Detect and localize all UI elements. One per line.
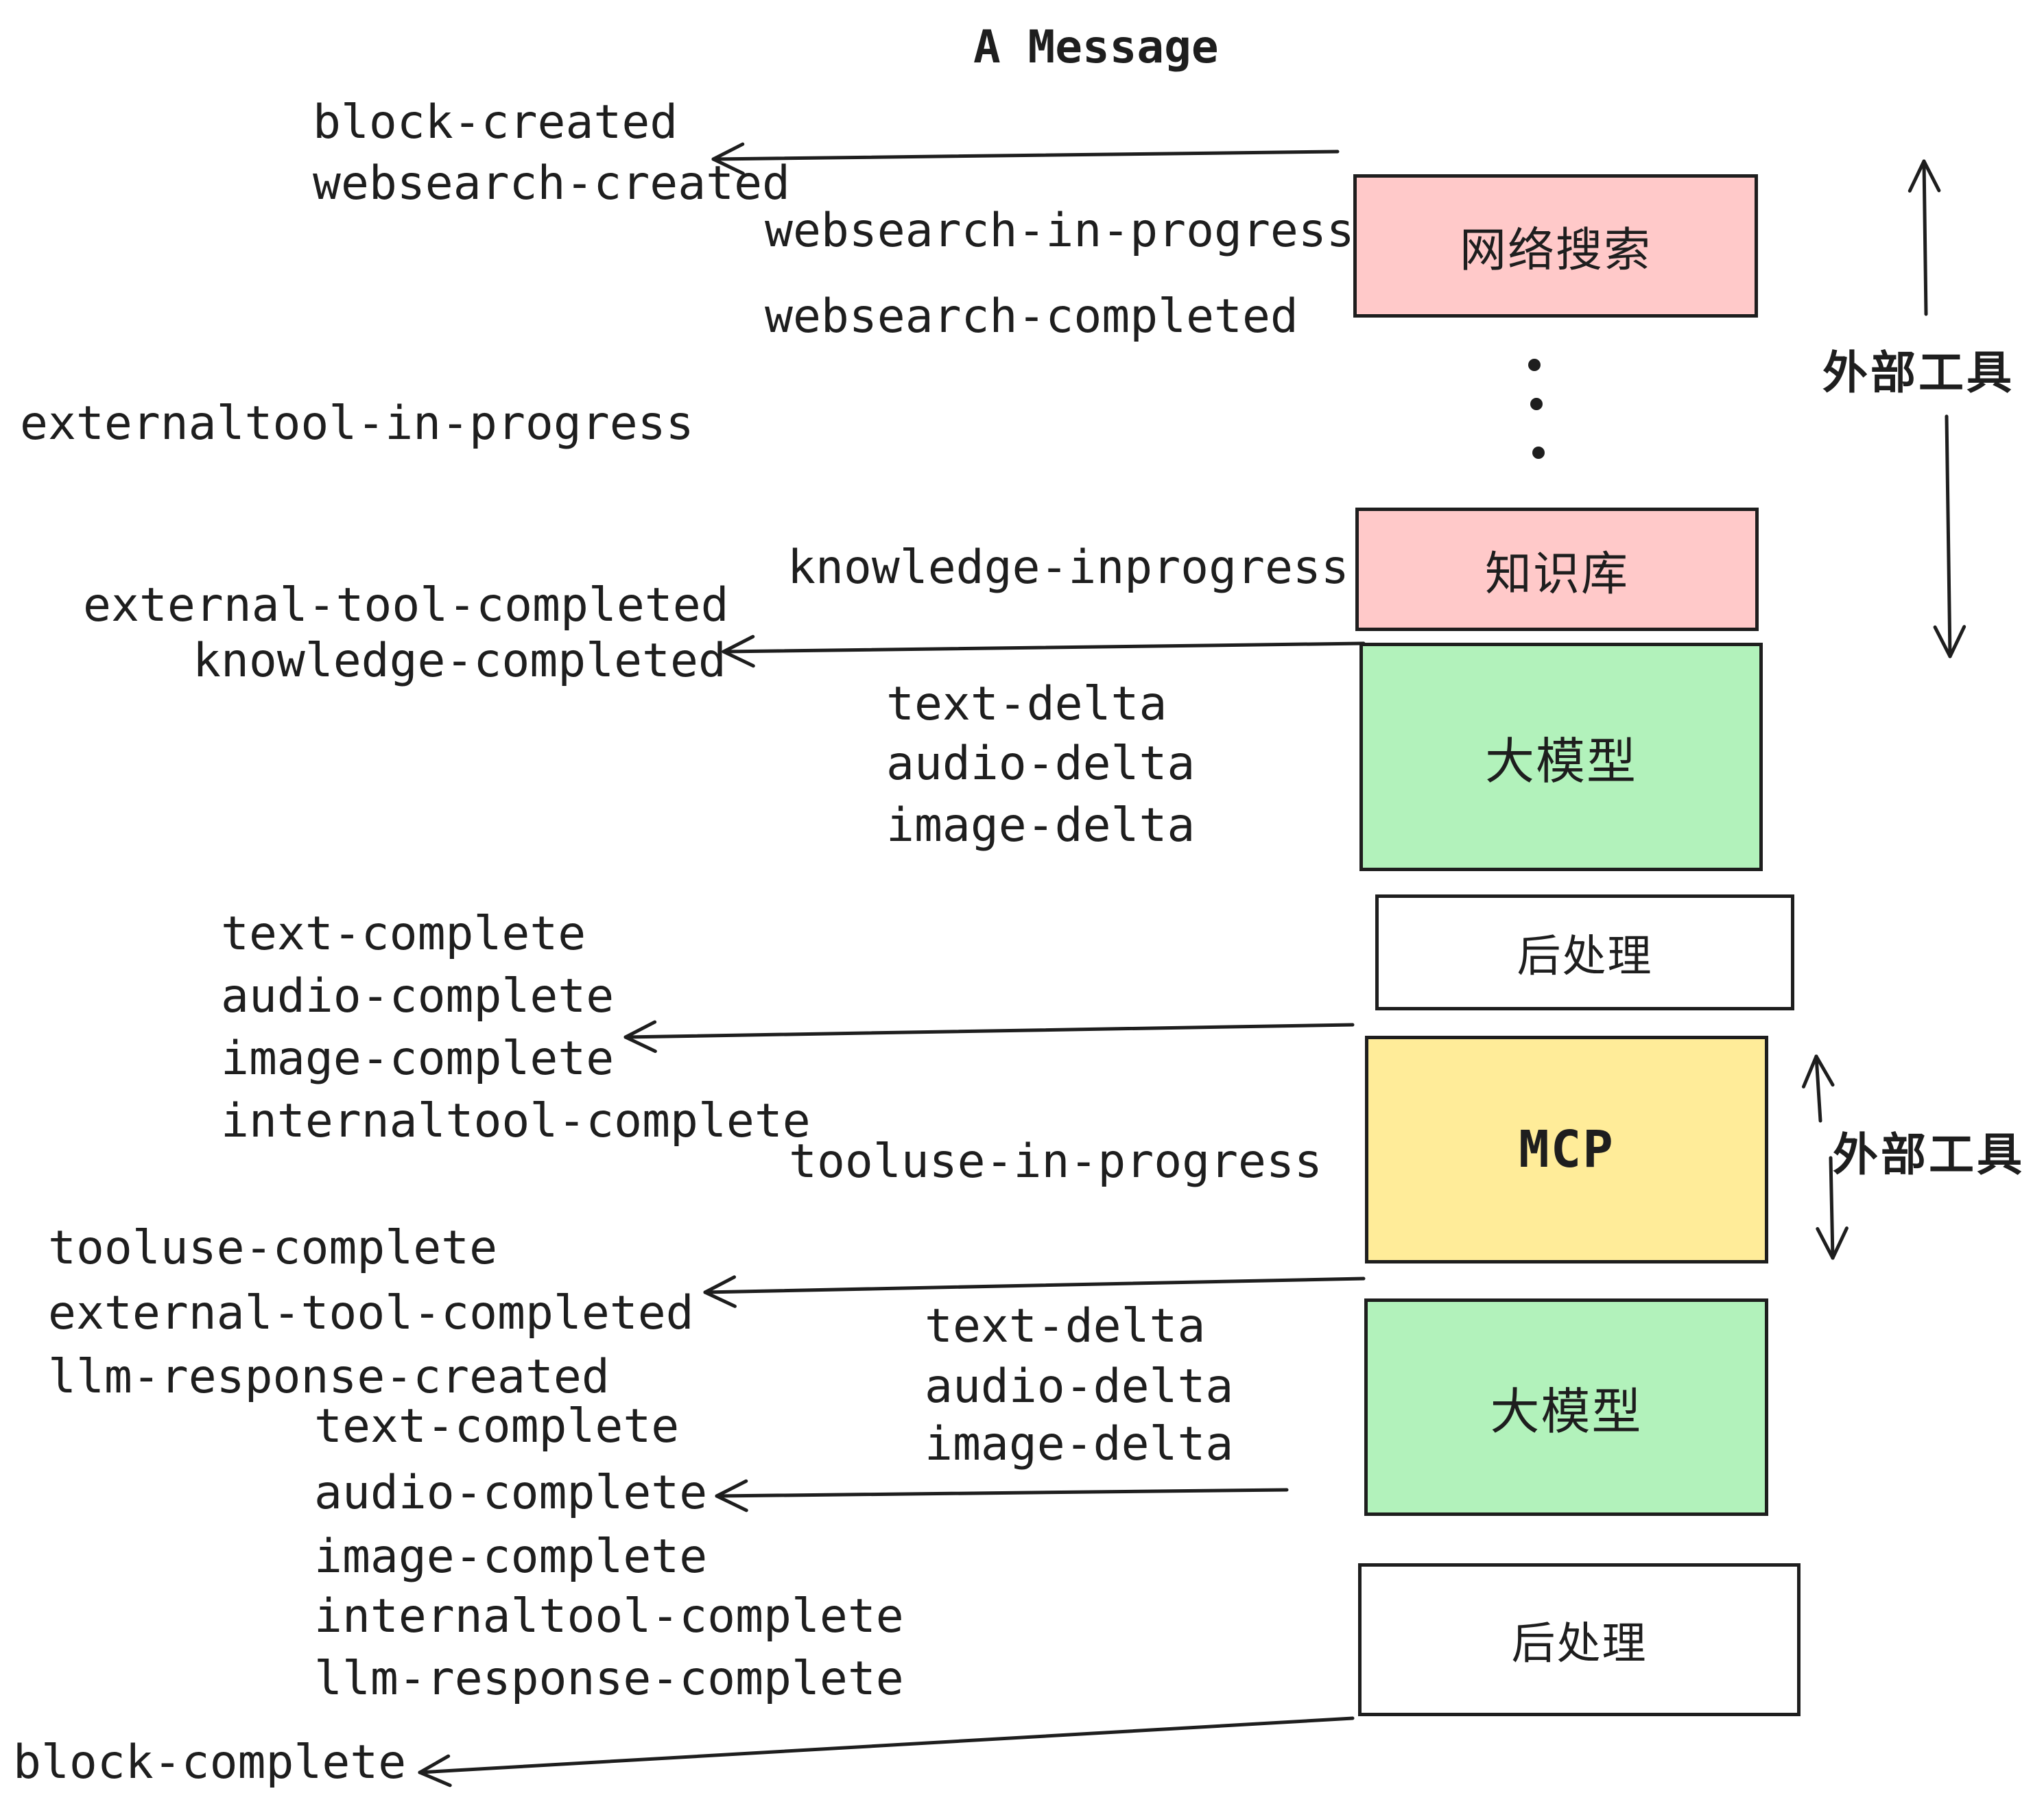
node-llm-2: 大模型 (1364, 1298, 1768, 1516)
event-text-delta-1: text-delta (886, 677, 1167, 731)
message-arrow-arrow-to-block-created (711, 142, 1340, 176)
message-arrow-arrow-to-knowledge-completed (722, 634, 1366, 668)
event-websearch-completed: websearch-completed (765, 289, 1298, 344)
event-audio-delta-2: audio-delta (925, 1360, 1234, 1414)
event-text-complete-2: text-complete (314, 1399, 680, 1453)
event-externaltool-in-progress: externaltool-in-progress (20, 396, 694, 451)
node-postprocess-2: 后处理 (1358, 1563, 1801, 1716)
event-knowledge-inprogress: knowledge-inprogress (787, 541, 1349, 595)
event-internaltool-complete-1: internaltool-complete (221, 1094, 811, 1148)
event-llm-response-complete: llm-response-complete (314, 1652, 904, 1706)
event-audio-complete-2: audio-complete (314, 1466, 708, 1520)
event-block-created: block-created (313, 95, 678, 150)
event-text-delta-2: text-delta (925, 1299, 1206, 1353)
node-label-websearch: 网络搜索 (1459, 224, 1652, 278)
node-label-postprocess-2: 后处理 (1511, 1618, 1648, 1670)
event-image-complete-1: image-complete (221, 1032, 615, 1086)
vertical-arrow-external-tools-1-down (1933, 414, 1966, 658)
event-image-delta-1: image-delta (886, 798, 1196, 853)
node-label-mcp: MCP (1519, 1120, 1615, 1179)
event-image-delta-2: image-delta (925, 1417, 1234, 1471)
event-knowledge-completed: knowledge-completed (193, 634, 726, 688)
event-image-complete-2: image-complete (314, 1530, 708, 1584)
node-label-llm-1: 大模型 (1484, 733, 1637, 790)
message-arrow-arrow-to-image-complete (623, 1020, 1355, 1054)
event-text-complete-1: text-complete (221, 907, 586, 961)
ellipsis-dots (1528, 359, 1545, 459)
node-websearch: 网络搜索 (1353, 174, 1758, 318)
node-mcp: MCP (1365, 1036, 1768, 1263)
node-label-postprocess-1: 后处理 (1517, 931, 1653, 982)
side-label-external-tools-1: 外部工具 (1822, 346, 2015, 399)
event-tooluse-complete: tooluse-complete (48, 1221, 498, 1275)
message-arrow-arrow-to-block-complete (418, 1716, 1355, 1788)
event-llm-response-created: llm-response-created (48, 1350, 610, 1404)
event-websearch-created: websearch-created (313, 156, 790, 211)
event-tooluse-in-progress: tooluse-in-progress (789, 1135, 1322, 1189)
message-arrow-arrow-to-audio-complete (715, 1479, 1289, 1512)
vertical-arrow-external-tools-2-up (1801, 1054, 1835, 1123)
event-websearch-in-progress: websearch-in-progress (765, 204, 1355, 258)
node-label-knowledge-base: 知识库 (1484, 547, 1629, 602)
node-label-llm-2: 大模型 (1490, 1383, 1643, 1440)
diagram-title: A Message (973, 21, 1219, 73)
event-block-complete: block-complete (13, 1735, 407, 1790)
side-label-external-tools-2: 外部工具 (1833, 1128, 2025, 1181)
event-audio-delta-1: audio-delta (886, 737, 1196, 791)
event-internaltool-complete-2: internaltool-complete (314, 1589, 904, 1643)
node-postprocess-1: 后处理 (1375, 894, 1794, 1010)
event-external-tool-completed-2: external-tool-completed (48, 1286, 694, 1340)
vertical-arrow-external-tools-1-up (1908, 159, 1941, 316)
event-audio-complete-1: audio-complete (221, 969, 615, 1023)
event-external-tool-completed-1: external-tool-completed (83, 578, 729, 632)
node-llm-1: 大模型 (1359, 643, 1763, 871)
node-knowledge-base: 知识库 (1355, 508, 1759, 631)
